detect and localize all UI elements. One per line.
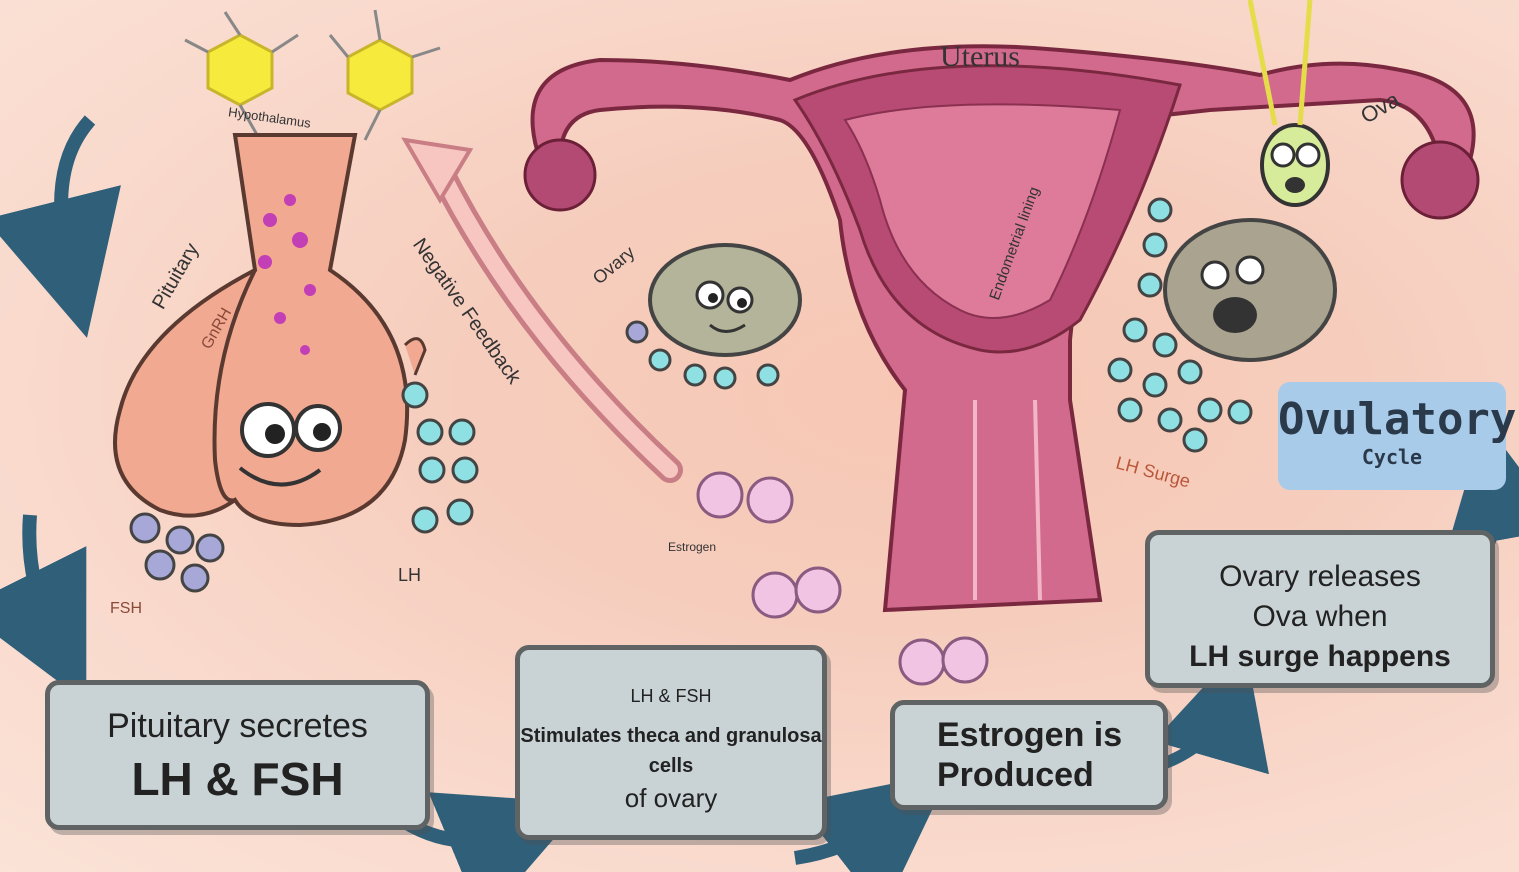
arrow-step3-to-step4 [1160, 700, 1228, 765]
step2-line2: Stimulates theca and granulosa cells [520, 721, 822, 781]
step-box-pituitary-secretes: Pituitary secretes LH & FSH [45, 680, 430, 830]
label-lh: LH [398, 565, 421, 586]
badge-title: Ovulatory [1278, 394, 1506, 445]
label-estrogen: Estrogen [668, 540, 716, 554]
step4-line2: Ova when [1150, 597, 1490, 637]
estrogen-molecules-upper [698, 473, 840, 617]
lh-particles-pituitary [403, 383, 477, 532]
hypothalamus-neuron-right [330, 10, 440, 140]
label-uterus: Uterus [940, 40, 1020, 74]
step-box-estrogen-produced: Estrogen is Produced [890, 700, 1168, 810]
step1-line2: LH & FSH [50, 752, 425, 806]
step3-line1: Estrogen is [937, 715, 1163, 755]
ovulatory-cycle-badge: Ovulatory Cycle [1278, 382, 1506, 490]
badge-subtitle: Cycle [1278, 445, 1506, 469]
step4-line3: LH surge happens [1150, 637, 1490, 677]
estrogen-molecules-lower [900, 638, 987, 684]
arrow-down-top-left [61, 120, 90, 270]
step3-line2: Produced [937, 755, 1163, 795]
step1-line1: Pituitary secretes [50, 707, 425, 746]
pituitary-gland [115, 135, 425, 525]
label-fsh: FSH [110, 600, 142, 618]
fsh-particles [131, 514, 223, 591]
step2-line3: of ovary [520, 783, 822, 814]
step-box-stimulates-cells: LH & FSH Stimulates theca and granulosa … [515, 645, 827, 840]
step-box-ovary-releases: Ovary releases Ova when LH surge happens [1145, 530, 1495, 688]
step4-line1: Ovary releases [1150, 557, 1490, 597]
step2-line1: LH & FSH [520, 686, 822, 707]
arrow-down-bottom-left [29, 515, 55, 640]
ovary-left [627, 245, 800, 388]
ovary-right [1165, 220, 1335, 360]
